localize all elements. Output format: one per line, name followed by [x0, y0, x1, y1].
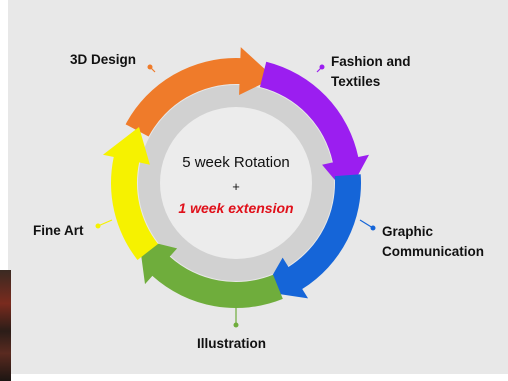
center-disc [160, 107, 312, 259]
label-illustration: Illustration [197, 336, 267, 351]
leader-line-graphic-communication [359, 219, 374, 229]
label-fine-art: Fine Art [33, 223, 84, 238]
arrow-segment-graphic-communication [263, 174, 361, 299]
arrow-segment-fashion-and-textiles [259, 61, 370, 195]
arrow-segment-3d-design [125, 47, 275, 137]
center-title: 5 week Rotation [182, 154, 290, 171]
center-plus: + [232, 179, 240, 194]
label-3d-design: 3D Design [70, 52, 137, 67]
center-extension: 1 week extension [178, 200, 293, 216]
leader-dot-graphic-communication [370, 225, 376, 231]
leader-dot-fashion-and-textiles [319, 64, 325, 70]
label-fashion-and-textiles: Fashion and Textiles [331, 54, 411, 89]
cropped-photo-edge [0, 270, 11, 381]
leader-line-fine-art [97, 219, 113, 227]
leader-dot-3d-design [147, 64, 153, 70]
label-graphic-communication: Graphic Communication [382, 224, 485, 259]
leader-dot-illustration [233, 322, 239, 328]
leader-dot-fine-art [95, 223, 101, 229]
arrow-segment-illustration [139, 239, 283, 308]
arrow-segment-fine-art [102, 127, 158, 260]
